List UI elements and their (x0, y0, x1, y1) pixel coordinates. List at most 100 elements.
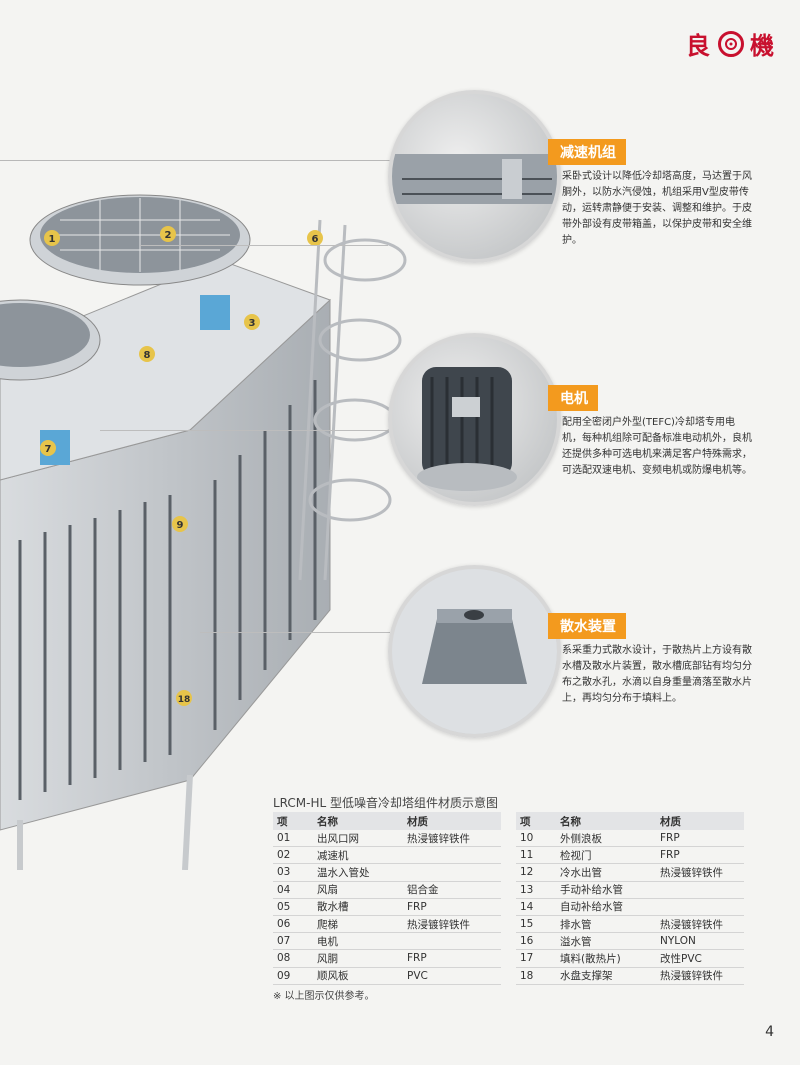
header-item: 项 (516, 812, 556, 830)
footnote: ※ 以上图示仅供参考。 (273, 991, 375, 1002)
panel-sprinkler-text: 系采重力式散水设计，于散热片上方设有散水槽及散水片装置，散水槽底部钻有均匀分布之… (562, 645, 752, 704)
brand-char-right: 機 (750, 32, 776, 60)
panel-reducer-title: 减速机组 (548, 139, 626, 165)
cell-name: 减速机 (313, 846, 403, 865)
cell-material: 改性PVC (656, 949, 744, 968)
cell-material: 铝合金 (403, 881, 501, 899)
cell-item: 12 (516, 863, 556, 882)
panel-sprinkler: 散水装置 系采重力式散水设计，于散热片上方设有散水槽及散水片装置，散水槽底部钻有… (548, 613, 753, 707)
cell-material: 热浸镀锌铁件 (403, 915, 501, 934)
cell-name: 水盘支撑架 (556, 967, 656, 985)
divider-line (0, 160, 390, 161)
cell-material: 热浸镀锌铁件 (656, 915, 744, 934)
brand-char-left: 良 (686, 32, 712, 60)
cell-name: 爬梯 (313, 915, 403, 934)
header-item: 项 (273, 812, 313, 830)
cell-item: 05 (273, 898, 313, 916)
cell-item: 01 (273, 830, 313, 848)
sprinkler-detail-image (388, 565, 561, 738)
cell-material: FRP (656, 830, 744, 848)
cell-material: 热浸镀锌铁件 (656, 967, 744, 985)
tower-label-1: 1 (49, 234, 56, 245)
header-material: 材质 (403, 812, 501, 830)
tower-label-3: 3 (249, 318, 256, 329)
cell-item: 08 (273, 949, 313, 968)
cell-name: 填料(散热片) (556, 949, 656, 968)
cell-material: 热浸镀锌铁件 (656, 863, 744, 882)
cell-item: 14 (516, 898, 556, 916)
cell-item: 16 (516, 932, 556, 951)
cell-material (656, 898, 744, 916)
cell-item: 17 (516, 949, 556, 968)
cell-item: 13 (516, 881, 556, 899)
panel-motor-title: 电机 (548, 385, 598, 411)
cell-name: 电机 (313, 932, 403, 951)
cell-material: PVC (403, 967, 501, 985)
callout-line-motor (100, 430, 390, 431)
cell-material: FRP (403, 949, 501, 968)
cell-name: 外侧浪板 (556, 830, 656, 848)
cell-name: 散水槽 (313, 898, 403, 916)
cell-name: 自动补给水管 (556, 898, 656, 916)
callout-line-reducer (140, 245, 388, 246)
cell-name: 溢水管 (556, 932, 656, 951)
cell-name: 检视门 (556, 846, 656, 865)
cell-name: 风胴 (313, 949, 403, 968)
cell-item: 07 (273, 932, 313, 951)
tower-label-7: 7 (45, 444, 52, 455)
cell-item: 18 (516, 967, 556, 985)
cell-item: 15 (516, 915, 556, 934)
panel-reducer-text: 采卧式设计以降低冷却塔高度，马达置于风胴外，以防水汽侵蚀，机组采用V型皮带传动，… (562, 171, 752, 246)
cell-name: 排水管 (556, 915, 656, 934)
cell-material (403, 863, 501, 882)
cell-material: FRP (403, 898, 501, 916)
panel-sprinkler-title: 散水装置 (548, 613, 626, 639)
motor-detail-image (388, 333, 561, 506)
cell-name: 风扇 (313, 881, 403, 899)
cell-item: 10 (516, 830, 556, 848)
brand-emblem-icon (718, 30, 744, 57)
panel-motor-text: 配用全密闭户外型(TEFC)冷却塔专用电机，每种机组除可配备标准电动机外，良机还… (562, 417, 752, 476)
tower-label-9: 9 (177, 520, 184, 531)
tower-label-6: 6 (312, 234, 319, 245)
tower-label-2: 2 (165, 230, 172, 241)
table-title: LRCM-HL 型低噪音冷却塔组件材质示意图 (273, 796, 499, 810)
cell-item: 03 (273, 863, 313, 882)
cell-item: 06 (273, 915, 313, 934)
brand-logo-group: 良 機 (686, 26, 776, 61)
cell-material (656, 881, 744, 899)
cell-name: 顺风板 (313, 967, 403, 985)
panel-motor: 电机 配用全密闭户外型(TEFC)冷却塔专用电机，每种机组除可配备标准电动机外，… (548, 385, 753, 479)
header-material: 材质 (656, 812, 744, 830)
cooling-tower-illustration: 1 2 3 6 7 8 9 18 (0, 194, 407, 870)
header-name: 名称 (556, 812, 656, 830)
cell-material (403, 932, 501, 951)
panel-reducer: 减速机组 采卧式设计以降低冷却塔高度，马达置于风胴外，以防水汽侵蚀，机组采用V型… (548, 139, 753, 249)
cell-item: 09 (273, 967, 313, 985)
cell-material (403, 846, 501, 865)
tower-label-18: 18 (178, 695, 191, 705)
cell-name: 温水入管处 (313, 863, 403, 882)
header-name: 名称 (313, 812, 403, 830)
cell-name: 出风口网 (313, 830, 403, 848)
cell-material: 热浸镀锌铁件 (403, 830, 501, 848)
